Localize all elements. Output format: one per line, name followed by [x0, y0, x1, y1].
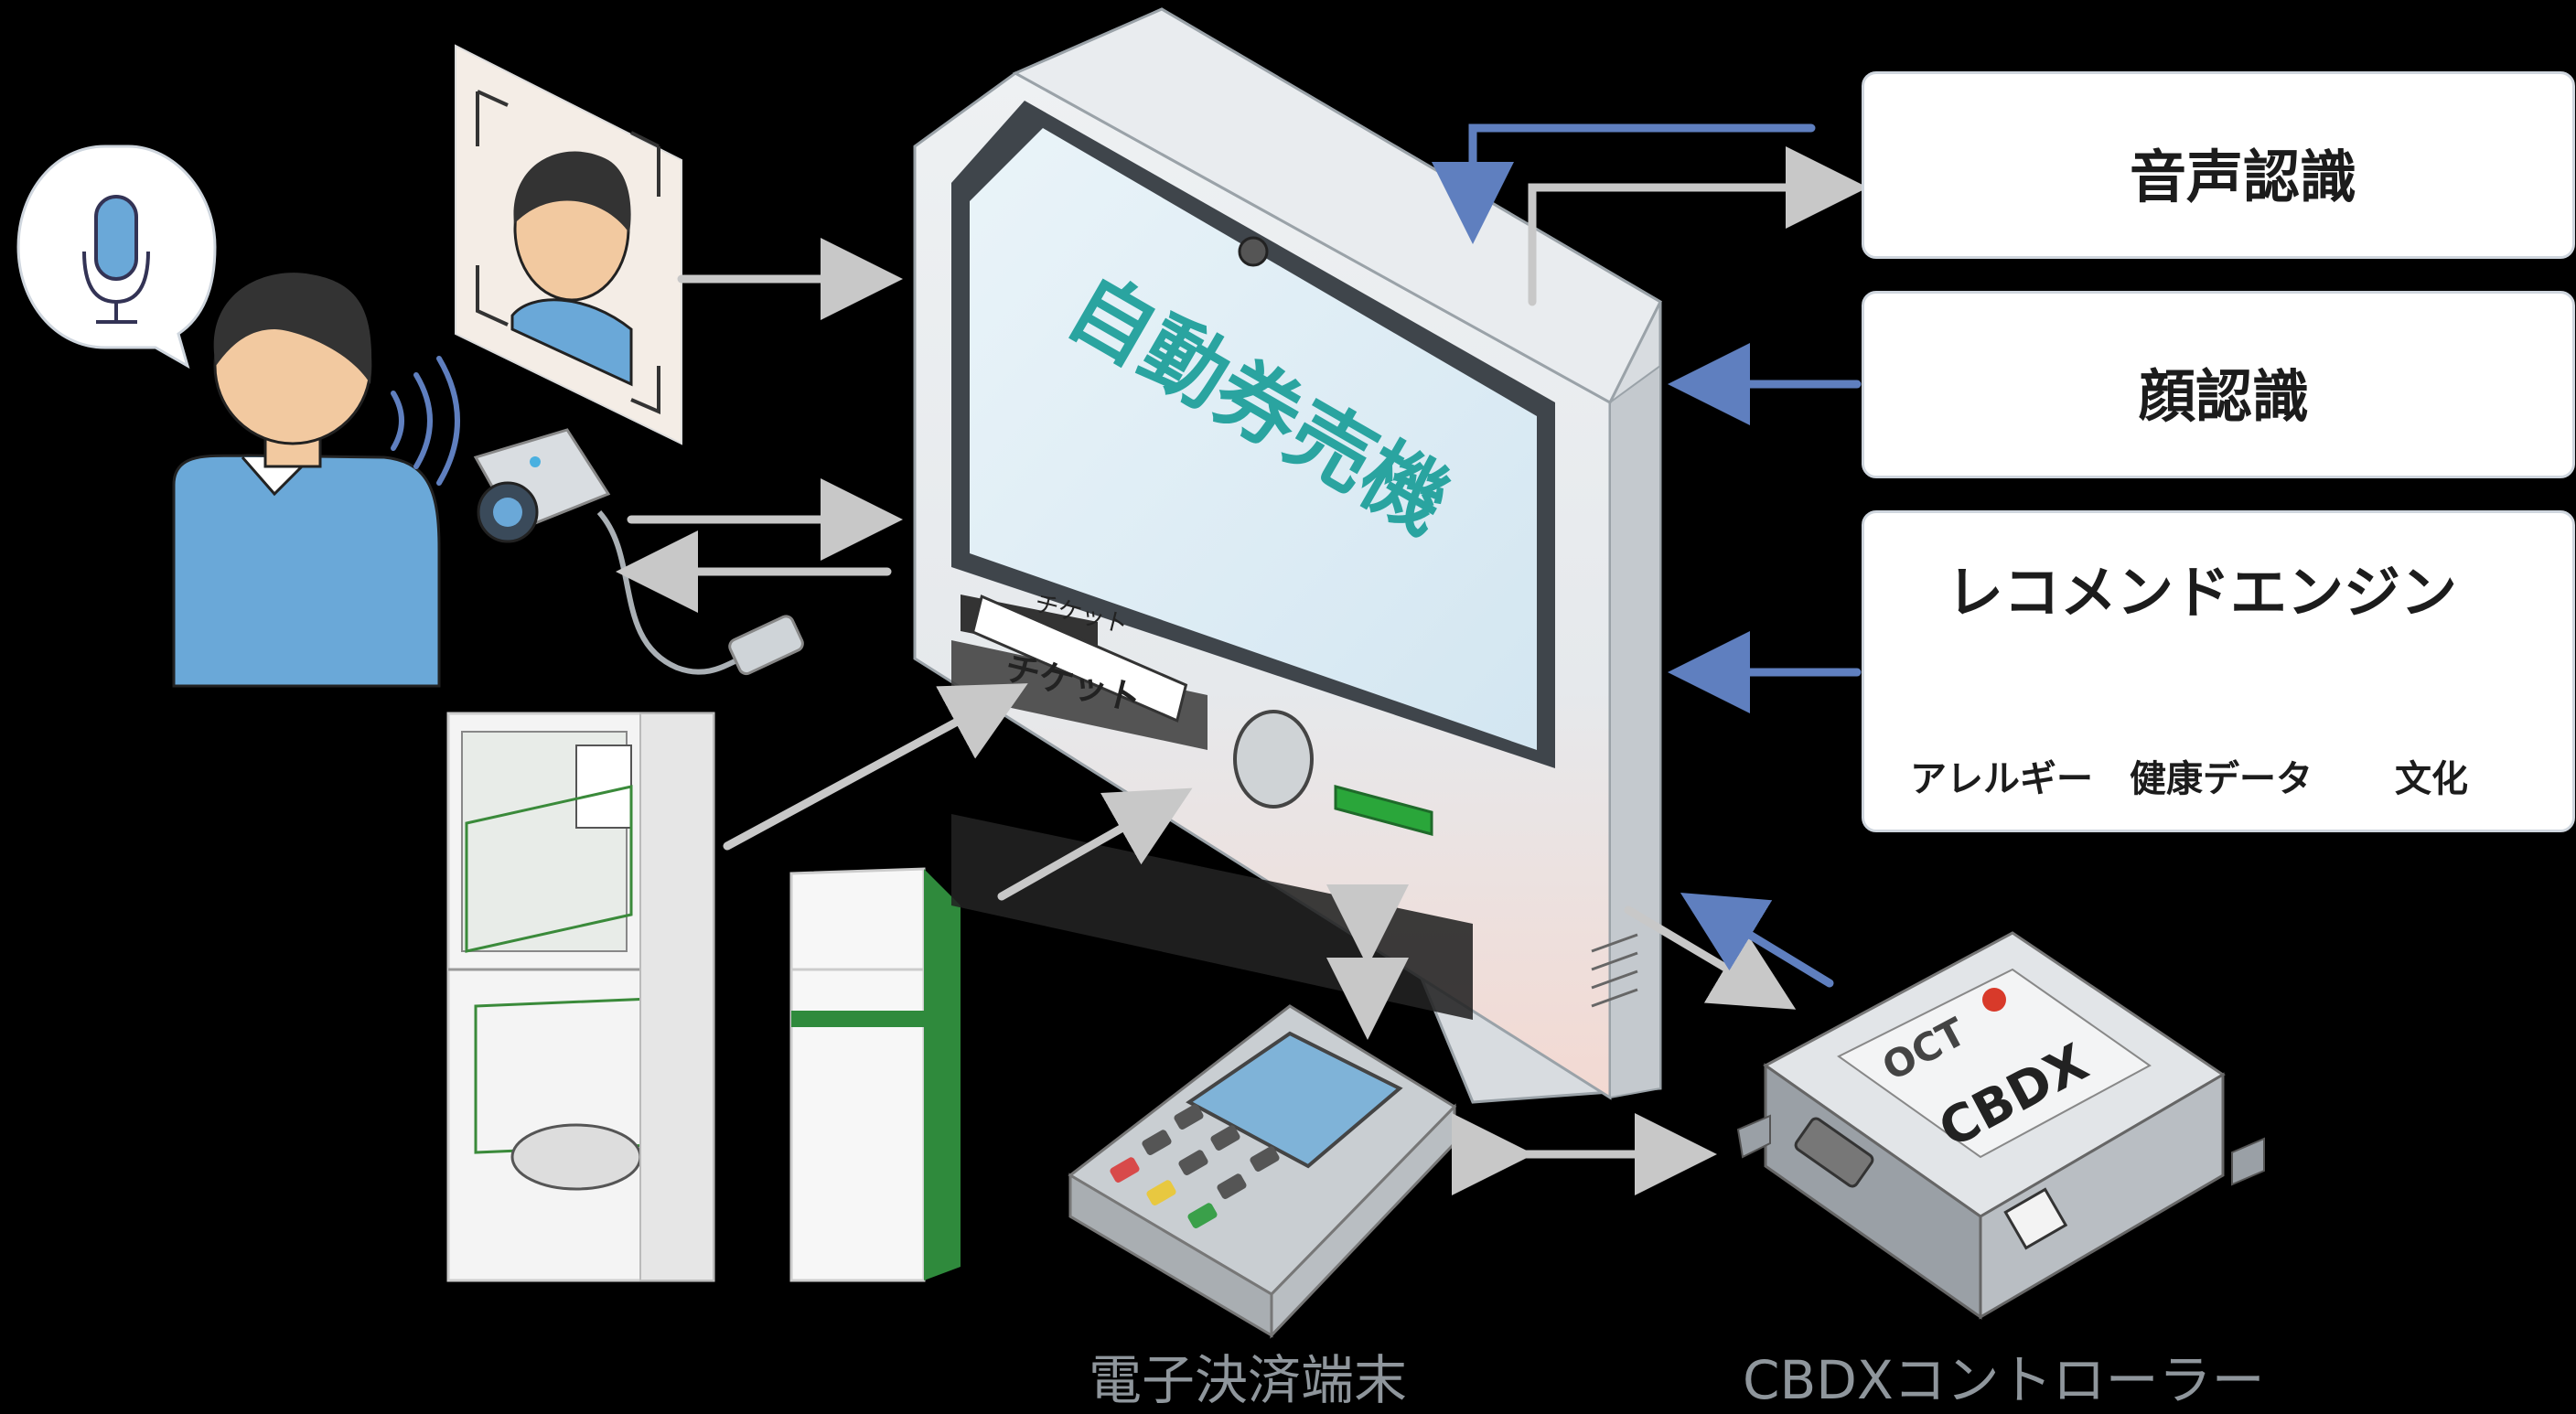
microphone-bubble — [16, 145, 217, 370]
voice-recognition-panel: 音声認識 — [1862, 71, 2575, 259]
recommend-item-culture: 文化 — [2395, 758, 2468, 800]
recommend-engine-title: レコメンドエンジン — [1947, 559, 2458, 626]
vent-slots — [1591, 933, 1638, 1008]
arrow-controller-to-kiosk — [1680, 892, 1834, 988]
voice-recognition-title: 音声認識 — [2130, 144, 2357, 210]
bill-validator-device — [446, 712, 715, 1282]
ticket-kiosk: 自動券売機 チケット チケット — [913, 7, 1662, 1104]
customer-person — [172, 273, 441, 688]
arrow-kiosk-to-voice — [1528, 146, 1868, 306]
coin-changer-device — [789, 867, 961, 1282]
face-recognition-title: 顔認識 — [2139, 363, 2310, 430]
usb-camera — [473, 428, 804, 676]
controller-caption: CBDXコントローラー — [1743, 1349, 2265, 1411]
payment-terminal-device — [1068, 1004, 1457, 1339]
sound-waves-icon — [391, 356, 460, 486]
keypad — [1110, 1104, 1280, 1228]
cbdx-controller-device: OCT CBDX — [1736, 931, 2265, 1320]
arrow-bill-to-kiosk — [723, 683, 1028, 851]
recommend-item-allergy: アレルギー — [1910, 758, 2093, 800]
flow-arrows — [616, 123, 1868, 1195]
face-recognition-panel: 顔認識 — [1862, 291, 2575, 478]
arrow-coin-to-kiosk — [997, 787, 1193, 901]
recommend-engine-panel: レコメンドエンジン アレルギー 健康データ 文化 — [1862, 510, 2575, 832]
recommend-item-health: 健康データ — [2130, 758, 2313, 800]
face-photo-card — [455, 44, 682, 445]
arrow-voice-to-kiosk — [1432, 123, 1816, 244]
payment-terminal-caption: 電子決済端末 — [1089, 1349, 1408, 1411]
microphone-icon — [82, 195, 150, 324]
